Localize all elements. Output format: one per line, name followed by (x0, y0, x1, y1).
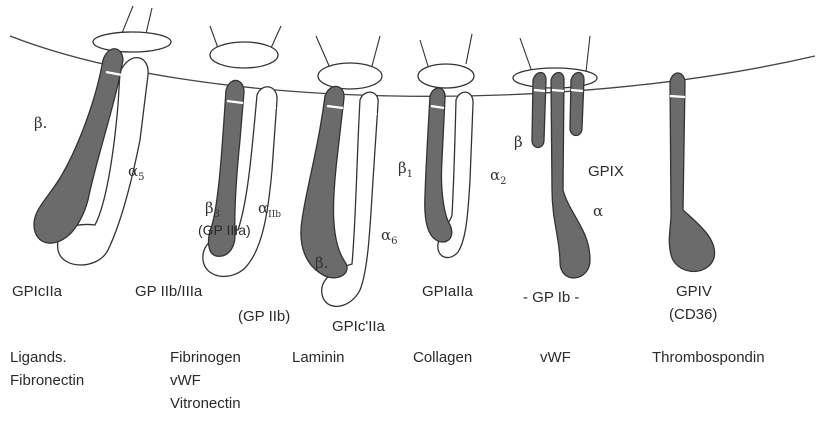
ligand-collagen: Collagen (413, 349, 472, 366)
ring (418, 64, 474, 88)
ring (210, 42, 278, 68)
ligand-thrombospondin: Thrombospondin (652, 349, 765, 366)
beta-subunit-ib (532, 73, 546, 148)
label-beta1: β1 (398, 159, 413, 180)
gpix-subunit (570, 73, 584, 136)
receptor-gpia-iia (418, 34, 474, 258)
receptor-gpic-iia (34, 6, 171, 265)
label-alpha-ib: α (593, 202, 603, 220)
gpiv-subunit (669, 73, 714, 272)
receptor-name-gpiv: GPIV (676, 283, 712, 300)
receptor-name-gpic-iia: GPIcIIa (12, 283, 63, 300)
label-alpha2: α2 (490, 166, 507, 187)
label-gpix: GPIX (588, 163, 624, 180)
beta1-subunit (425, 88, 452, 242)
ligand-laminin: Laminin (292, 349, 345, 366)
receptor-name-gpia-iia: GPIaIIa (422, 283, 474, 300)
label-alpha6: α6 (381, 226, 398, 247)
ring (93, 32, 171, 52)
receptor-name-gpic-prime-iia: GPIc'IIa (332, 318, 386, 335)
receptor-gp-iib-iiia (203, 26, 281, 276)
ligand-fibrinogen: Fibrinogen (170, 349, 241, 366)
receptor-name-gpiv-extra: (CD36) (669, 306, 717, 323)
beta-subunit-3 (301, 86, 347, 277)
receptor-gp-ib (513, 36, 597, 278)
label-beta-1: β. (34, 114, 47, 132)
ligand-ligands: Ligands. (10, 349, 67, 366)
receptor-gpic-prime-iia (301, 36, 382, 306)
receptor-name-gp-iib-iiia: GP IIb/IIIa (135, 283, 203, 300)
label-gp-iiia: (GP IIIa) (198, 222, 251, 238)
receptor-name-gp-iib-extra: (GP IIb) (238, 308, 290, 325)
ligand-vitronectin: Vitronectin (170, 395, 241, 412)
label-alpha-iib: αIIb (258, 199, 281, 220)
ligand-fibronectin: Fibronectin (10, 372, 84, 389)
label-beta-ib: β (514, 133, 523, 151)
label-beta-3: β. (315, 254, 328, 272)
ligand-vwf-2: vWF (540, 349, 571, 366)
ligand-vwf-1: vWF (170, 372, 201, 389)
ring (318, 63, 382, 89)
receptor-name-gp-ib: - GP Ib - (523, 289, 579, 306)
receptor-gpiv (669, 73, 714, 272)
label-alpha5: α5 (128, 162, 145, 183)
